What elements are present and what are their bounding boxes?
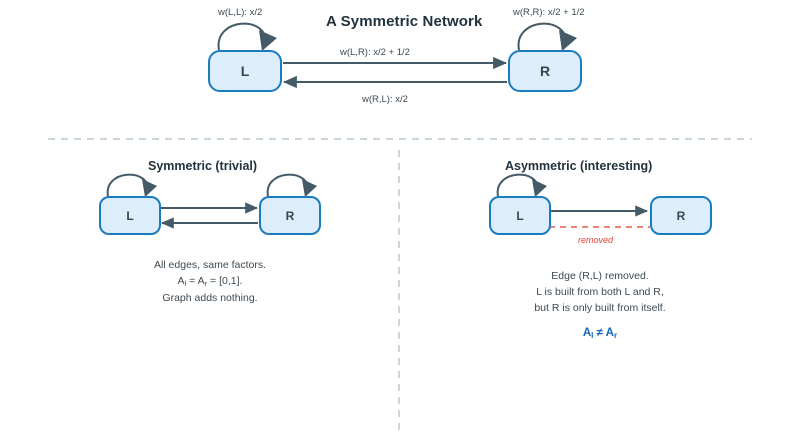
edge-label-self-loop-R: w(R,R): x/2 + 1/2 — [513, 7, 585, 18]
caption-line: Graph adds nothing. — [162, 292, 258, 304]
node-L-asymmetric[interactable]: L — [489, 196, 551, 235]
formula-mid: = A — [186, 275, 205, 287]
page-title: A Symmetric Network — [326, 13, 483, 30]
caption-formula: Al = Ar = [0,1]. — [60, 273, 360, 290]
formula-sub-left: l — [184, 279, 187, 288]
node-R-top[interactable]: R — [508, 50, 582, 92]
caption-accent-formula: Al ≠ Ar — [440, 325, 760, 342]
node-label: R — [539, 63, 551, 79]
caption-line: L is built from both L and R, — [536, 286, 664, 298]
edge-label-R-to-L: w(R,L): x/2 — [362, 94, 408, 105]
edge-label-self-loop-L: w(L,L): x/2 — [218, 7, 263, 18]
accent-mid: ≠ A — [593, 327, 614, 339]
removed-edge-label: removed — [578, 235, 614, 245]
accent-sub-right: r — [614, 331, 618, 340]
self-loop-R-top — [517, 22, 577, 51]
panel-caption-asymmetric: Edge (R,L) removed. L is built from both… — [440, 268, 760, 342]
formula-prefix: A — [177, 275, 185, 287]
accent-sub-left: l — [591, 331, 594, 340]
edge-label-L-to-R: w(L,R): x/2 + 1/2 — [340, 47, 410, 58]
caption-line: but R is only built from itself. — [534, 302, 666, 314]
caption-line: All edges, same factors. — [153, 259, 267, 271]
node-label: L — [240, 63, 250, 79]
self-loop-L-top — [217, 22, 277, 51]
formula-suffix: = [0,1]. — [207, 275, 243, 287]
accent-prefix: A — [582, 327, 592, 339]
node-L-symmetric[interactable]: L — [99, 196, 161, 235]
node-R-symmetric[interactable]: R — [259, 196, 321, 235]
node-R-asymmetric[interactable]: R — [650, 196, 712, 235]
node-label: R — [285, 208, 295, 223]
panel-title-symmetric: Symmetric (trivial) — [148, 159, 258, 173]
panel-title-asymmetric: Asymmetric (interesting) — [505, 159, 653, 173]
caption-line: Edge (R,L) removed. — [551, 270, 649, 282]
self-loop-L-asymmetric — [496, 173, 547, 197]
node-label: L — [126, 208, 134, 223]
node-label: R — [676, 208, 686, 223]
node-L-top[interactable]: L — [208, 50, 282, 92]
self-loop-R-symmetric — [266, 173, 317, 197]
panel-caption-symmetric: All edges, same factors. Al = Ar = [0,1]… — [60, 257, 360, 306]
self-loop-L-symmetric — [106, 173, 157, 197]
formula-sub-right: r — [204, 279, 208, 288]
node-label: L — [516, 208, 524, 223]
